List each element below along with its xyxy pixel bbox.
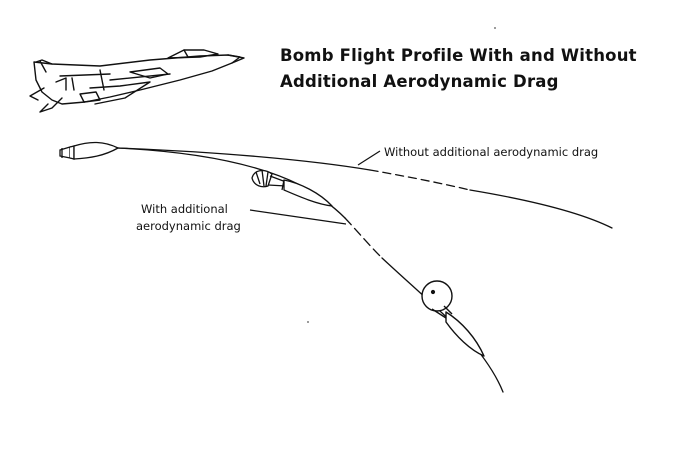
trajectory-without-drag-solid-start (117, 147, 371, 171)
trajectory-without-drag-solid-end (469, 189, 613, 229)
trajectory-with-drag (117, 147, 504, 393)
stray-mark (494, 27, 496, 29)
bomb-initial-icon (59, 141, 120, 160)
label-with-drag-line-2: aerodynamic drag (136, 219, 241, 233)
leader-line-with-drag (249, 209, 347, 225)
trajectory-without-drag-dashed (369, 169, 471, 191)
trajectory-without-drag (117, 147, 613, 229)
bomb-parachute-full-icon (421, 280, 485, 357)
trajectory-with-drag-solid-end (381, 257, 504, 393)
label-with-drag-line-1: With additional (141, 202, 228, 216)
trajectory-with-drag-dashed (344, 217, 383, 259)
label-without-drag: Without additional aerodynamic drag (384, 145, 599, 159)
bomb-parachute-deploying-icon (251, 169, 333, 207)
diagram-title-line-2: Additional Aerodynamic Drag (280, 72, 559, 91)
leader-line-without-drag (357, 150, 381, 166)
stray-mark (307, 321, 309, 323)
jet-aircraft-icon (29, 49, 245, 113)
diagram-title-line-1: Bomb Flight Profile With and Without (280, 46, 637, 65)
